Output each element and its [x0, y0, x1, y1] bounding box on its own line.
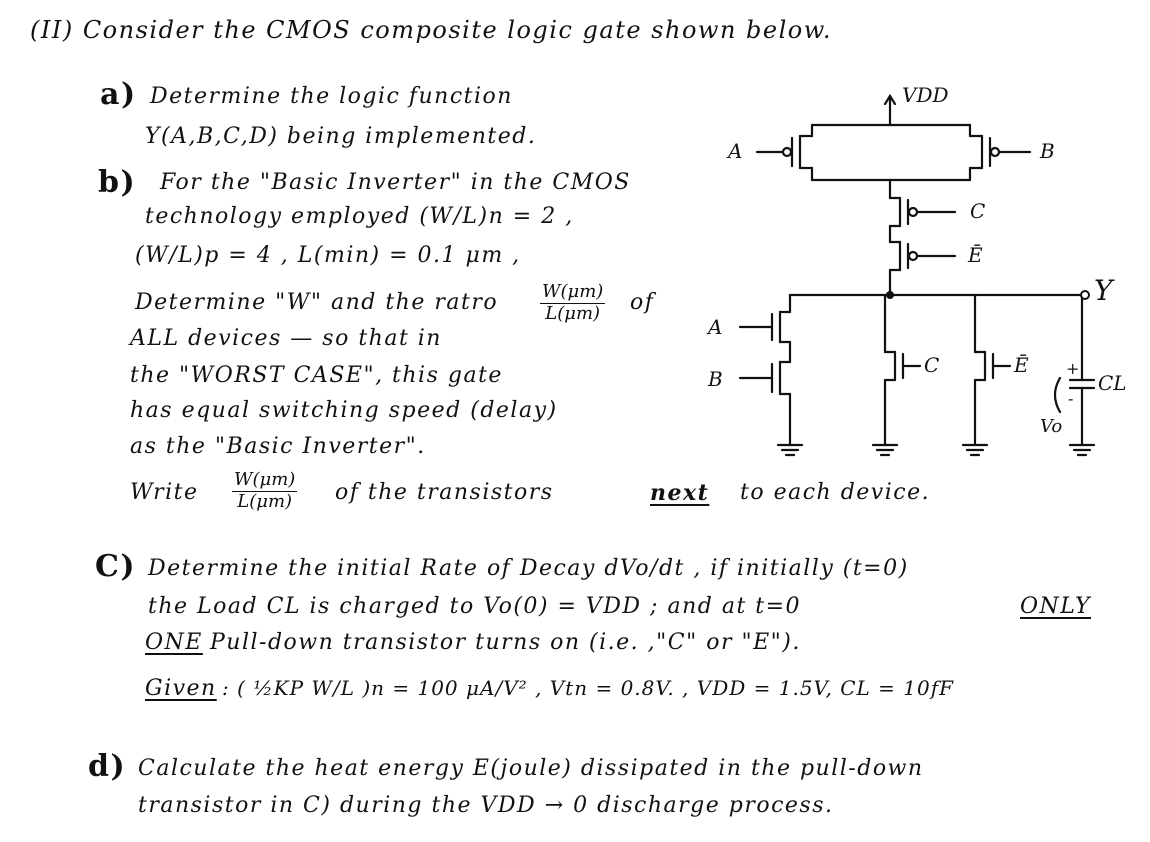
part-d-line1: Calculate the heat energy E(joule) dissi…	[138, 756, 924, 781]
part-b-line4-post: of	[630, 290, 655, 315]
output-node-dot	[886, 291, 894, 299]
part-a-line2: Y(A,B,C,D) being implemented.	[145, 124, 537, 149]
ratio-numerator: W(μm)	[540, 281, 606, 304]
ratio-fraction: W(μm) L(μm)	[540, 281, 606, 324]
write-fraction: W(μm) L(μm)	[232, 469, 298, 512]
label-vo: Vo	[1040, 416, 1062, 437]
label-c-bottom: C	[924, 353, 939, 377]
label-e-top: Ē	[967, 243, 983, 267]
part-c-only: ONLY	[1020, 594, 1092, 619]
label-b-top: B	[1039, 139, 1055, 163]
part-b-line7: has equal switching speed (delay)	[130, 398, 558, 423]
label-e-bottom: Ē	[1013, 353, 1029, 377]
part-c-one: ONE	[145, 630, 203, 655]
write-post: to each device.	[740, 480, 931, 505]
label-cl: CL	[1098, 371, 1127, 395]
label-minus: -	[1068, 389, 1073, 408]
output-terminal	[1080, 290, 1090, 300]
write-numerator: W(μm)	[232, 469, 298, 492]
part-d-letter: d)	[88, 749, 127, 784]
label-y-output: Y	[1094, 274, 1115, 307]
label-b-bottom: B	[707, 367, 723, 391]
label-a-bottom: A	[706, 315, 722, 339]
part-b-letter: b)	[98, 165, 137, 200]
part-a-letter: a)	[100, 77, 137, 112]
label-plus: +	[1066, 359, 1079, 378]
part-b-line2: technology employed (W/L)n = 2 ,	[145, 204, 574, 229]
part-c-line2-pre: the Load CL is charged to Vo(0) = VDD ; …	[148, 594, 802, 619]
part-c-letter: C)	[95, 549, 137, 584]
ratio-denominator: L(μm)	[545, 302, 601, 324]
given-label: Given	[145, 676, 217, 701]
given-values: : ( ½KP W/L )n = 100 μA/V² , Vtn = 0.8V.…	[222, 676, 954, 700]
part-b-line6: the "WORST CASE", this gate	[130, 363, 503, 388]
write-denominator: L(μm)	[237, 490, 293, 512]
part-b-line8: as the "Basic Inverter".	[130, 434, 426, 459]
part-b-line3: (W/L)p = 4 , L(min) = 0.1 μm ,	[135, 243, 521, 268]
part-d-line2: transistor in C) during the VDD → 0 disc…	[138, 793, 834, 818]
write-pre: Write	[130, 480, 199, 505]
write-mid: of the transistors	[335, 480, 554, 505]
label-a-top: A	[726, 139, 742, 163]
part-a-line1: Determine the logic function	[150, 84, 513, 109]
vdd-label: VDD	[902, 83, 949, 107]
part-c-line3-post: Pull-down transistor turns on (i.e. ,"C"…	[210, 630, 801, 655]
label-c-top: C	[970, 199, 985, 223]
part-b-line4-pre: Determine "W" and the ratro	[135, 290, 499, 315]
part-b-line1: For the "Basic Inverter" in the CMOS	[160, 170, 631, 195]
part-b-line5: ALL devices — so that in	[130, 326, 442, 351]
write-next: next	[650, 480, 710, 506]
problem-header: (II) Consider the CMOS composite logic g…	[30, 16, 833, 44]
part-c-line1: Determine the initial Rate of Decay dVo/…	[148, 556, 909, 581]
